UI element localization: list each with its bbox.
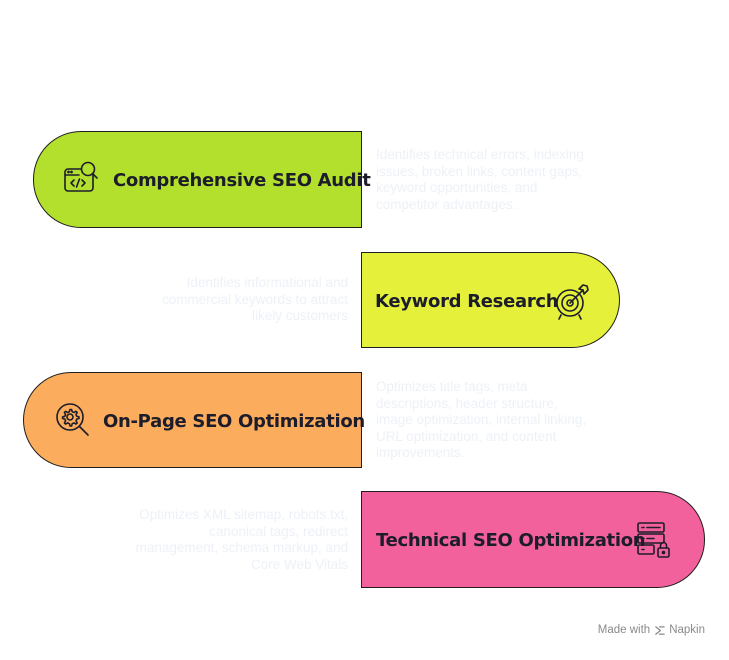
step-description: Optimizes XML sitemap, robots.txt, canon… (135, 507, 348, 572)
step-description: Identifies informational and commercial … (161, 275, 348, 323)
step-description: Optimizes title tags, meta descriptions,… (376, 379, 587, 460)
gear-search-icon (53, 400, 93, 440)
napkin-logo-icon (654, 625, 665, 636)
step-description: Identifies technical errors, indexing is… (376, 147, 584, 212)
code-search-icon (62, 159, 102, 199)
step-comprehensive-seo-audit: Comprehensive SEO Audit (33, 131, 371, 228)
server-lock-icon (634, 520, 674, 560)
napkin-footer: Made with Napkin (598, 624, 705, 636)
step-title: On-Page SEO Optimization (103, 411, 365, 432)
napkin-brand-label: Napkin (669, 624, 705, 636)
step-on-page-seo-optimization: On-Page SEO Optimization (23, 372, 365, 468)
step-title: Keyword Research (375, 291, 559, 312)
step-keyword-research: Keyword Research (361, 252, 620, 348)
made-with-label: Made with (597, 624, 651, 636)
step-technical-seo-optimization: Technical SEO Optimization (361, 491, 705, 588)
step-title: Comprehensive SEO Audit (113, 170, 371, 191)
target-icon (552, 281, 592, 321)
step-title: Technical SEO Optimization (376, 530, 646, 551)
